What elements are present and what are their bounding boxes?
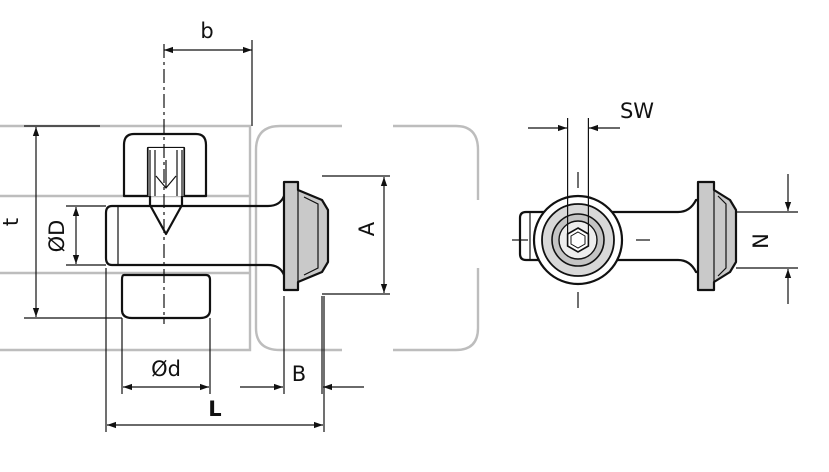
profile-frame xyxy=(0,124,480,352)
t-head-flange xyxy=(282,180,330,292)
sleeve-nut-bottom xyxy=(120,273,212,320)
dimensions-top-view: SW N xyxy=(528,99,798,304)
top-view-nut xyxy=(532,194,624,286)
dimensions-left-view: b t ØD A Ød B L xyxy=(0,19,390,432)
grub-screw xyxy=(148,150,184,236)
dim-label-A: A xyxy=(355,221,379,236)
side-section-view xyxy=(104,44,330,324)
shaft-body xyxy=(104,194,298,277)
dim-label-L: L xyxy=(208,397,221,421)
dim-label-od: Ød xyxy=(151,357,181,381)
dim-label-B: B xyxy=(292,362,306,386)
top-view-shaft xyxy=(518,198,706,274)
dim-label-N: N xyxy=(749,233,773,249)
top-view-flange xyxy=(696,180,738,292)
dim-label-SW: SW xyxy=(620,99,654,123)
dim-label-t: t xyxy=(0,218,23,226)
dim-label-oD: ØD xyxy=(45,220,69,253)
dim-label-b: b xyxy=(200,19,213,43)
top-view xyxy=(512,172,738,308)
